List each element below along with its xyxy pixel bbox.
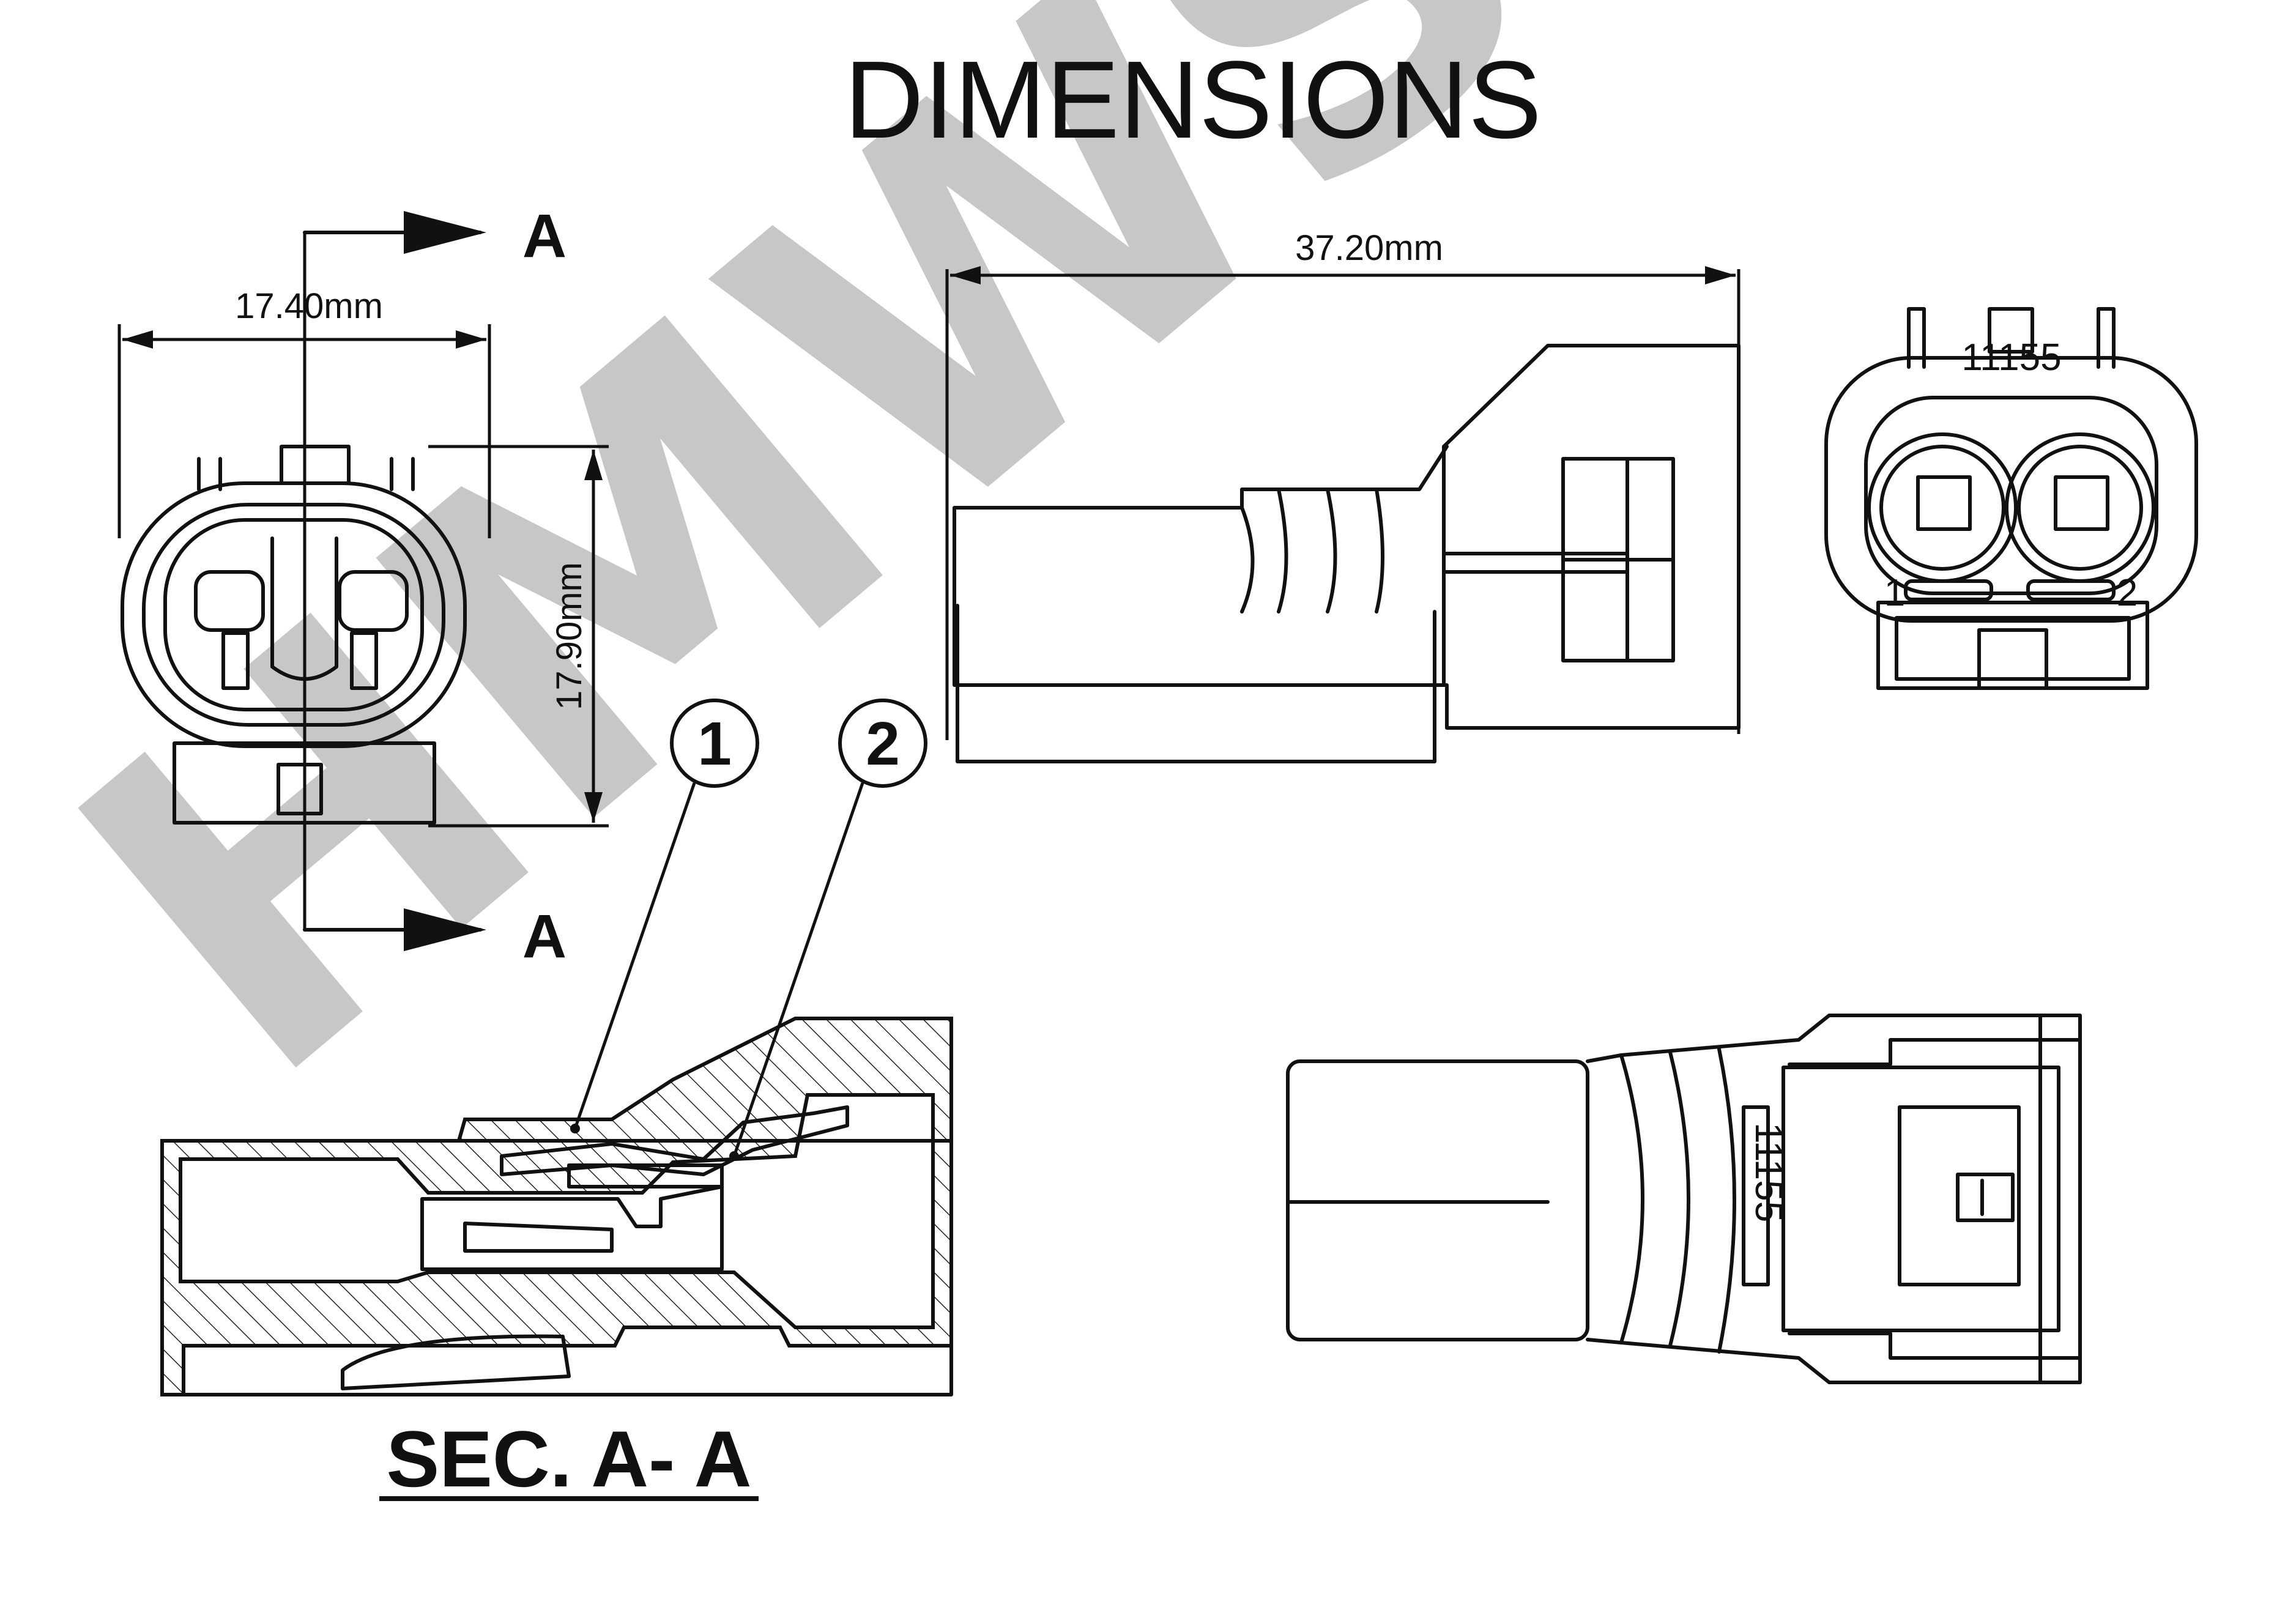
section-marker-top: A [522, 202, 567, 270]
height-dimension-label: 17.90mm [549, 562, 589, 710]
watermark: HMWS [0, 0, 1636, 1179]
length-dimension-label: 37.20mm [1295, 228, 1443, 268]
callout-1-label: 1 [697, 710, 732, 778]
top-view: 11155 [1286, 1014, 2082, 1384]
callout-2-label: 2 [866, 710, 900, 778]
end-view-part-number: 11155 [1961, 336, 2061, 379]
section-marker-bottom: A [522, 902, 567, 971]
page-title: DIMENSIONS [844, 39, 1542, 161]
end-view: 11155 1 2 [1824, 307, 2198, 690]
section-caption: SEC. A- A [386, 1414, 751, 1504]
width-dimension-label: 17.40mm [235, 286, 383, 326]
side-view: 37.20mm [945, 228, 1741, 763]
pin-2-label: 2 [2117, 572, 2138, 614]
section-view: 1 2 SEC. A- A [160, 699, 953, 1504]
front-view: 17.40mm 17.90mm A A [117, 202, 609, 971]
pin-1-label: 1 [1884, 572, 1905, 614]
